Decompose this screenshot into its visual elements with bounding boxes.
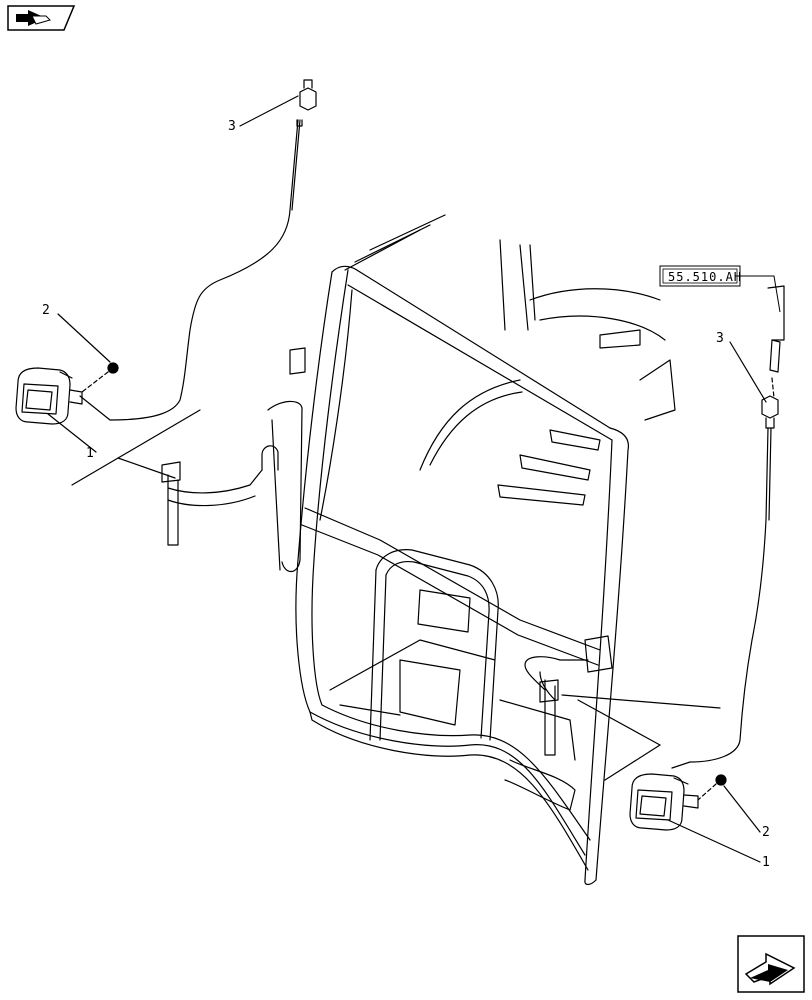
leader-light-right	[667, 819, 761, 863]
harness-right	[671, 377, 775, 769]
leader-bracket-right-c	[604, 744, 661, 781]
screw-left	[81, 362, 119, 393]
screw-right	[697, 774, 727, 801]
leader-connector-right	[729, 341, 767, 403]
callout-screw-right: 2	[762, 825, 770, 840]
work-light-left	[15, 367, 83, 425]
callout-connector-right: 3	[716, 331, 724, 346]
leader-bracket-right-a	[561, 694, 721, 709]
pencil-arrow-icon	[7, 5, 76, 31]
back-button[interactable]	[6, 4, 76, 32]
leader-screw-right	[723, 785, 761, 833]
connector-right	[761, 285, 785, 429]
work-light-right	[629, 773, 699, 831]
leader-connector-left	[239, 95, 299, 127]
callout-light-right: 1	[762, 855, 770, 870]
bracket-left	[161, 400, 303, 573]
reference-tag[interactable]: 55.510.AH	[659, 265, 781, 313]
callout-light-left: 1	[86, 446, 94, 461]
callout-screw-left: 2	[42, 303, 50, 318]
leader-bracket-left-a	[71, 409, 201, 486]
connector-left	[296, 79, 317, 127]
leader-light-left	[47, 413, 97, 453]
bracket-right	[524, 656, 589, 756]
leader-bracket-left-b	[117, 457, 176, 479]
cab-frame	[289, 214, 676, 886]
next-button[interactable]	[736, 934, 806, 994]
harness-left	[79, 119, 301, 421]
leader-bracket-right-b	[577, 699, 661, 746]
reference-tag-label: 55.510.AH	[668, 270, 742, 284]
callout-connector-left: 3	[228, 119, 236, 134]
next-arrow-icon	[737, 935, 805, 993]
leader-screw-left	[57, 313, 111, 363]
